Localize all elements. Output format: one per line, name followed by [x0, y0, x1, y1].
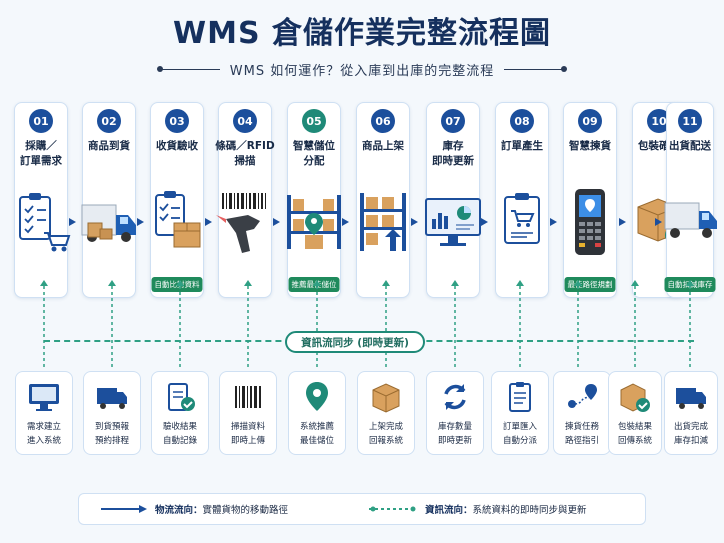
system-card: 到貨預報 預約排程: [83, 371, 141, 455]
step-label: 條碼／RFID 掃描: [215, 140, 275, 167]
step-09: 09 智慧揀貨 最佳路徑規劃: [563, 102, 617, 298]
solid-arrow-icon: [101, 505, 147, 513]
step-number: 06: [371, 109, 395, 133]
route-icon: [565, 380, 599, 414]
order-cart-icon: [491, 189, 553, 255]
step-07: 07 庫存 即時更新: [425, 102, 481, 298]
system-label: 驗收結果 自動記錄: [162, 422, 197, 446]
step-label: 出貨配送: [669, 140, 711, 152]
step-number: 08: [510, 109, 534, 133]
legend: 物流流向：實體貨物的移動路徑 資訊流向：系統資料的即時同步與更新: [78, 493, 646, 525]
step-01: 01 採購／ 訂單需求: [14, 102, 71, 298]
page-subtitle: WMS 如何運作？從入庫到出庫的完整流程: [229, 63, 495, 79]
step-number: 02: [97, 109, 121, 133]
step-number: 04: [233, 109, 257, 133]
shelf-putaway-icon: [352, 189, 414, 255]
step-number: 05: [302, 109, 326, 133]
step-11: 11 出貨配送 自動扣減庫存: [664, 102, 717, 298]
step-label: 訂單產生: [501, 140, 543, 152]
dashed-line-icon: [369, 506, 417, 512]
monitor-icon: [27, 380, 61, 414]
system-label: 掃描資料 即時上傳: [230, 422, 265, 446]
truck-icon: [674, 380, 708, 414]
shipping-truck-icon: [659, 189, 721, 255]
clipboard-list-icon: [503, 380, 537, 414]
truck-icon: [95, 380, 129, 414]
legend-physical-desc: 實體貨物的移動路徑: [202, 505, 289, 516]
subtitle-row: WMS 如何運作？從入庫到出庫的完整流程: [0, 60, 724, 79]
barcode-icon: [231, 380, 265, 414]
system-label: 需求建立 進入系統: [26, 422, 61, 446]
clipboard-check-icon: [163, 380, 197, 414]
system-card: 系統推薦 最佳儲位: [288, 371, 346, 455]
sync-icon: [438, 380, 472, 414]
system-card: 上架完成 回報系統: [357, 371, 415, 455]
system-label: 庫存數量 即時更新: [437, 422, 472, 446]
system-card: 驗收結果 自動記錄: [151, 371, 209, 455]
info-sync-label: 資訊流同步 (即時更新): [285, 331, 425, 353]
legend-physical: 物流流向：實體貨物的移動路徑: [101, 502, 288, 516]
step-label: 商品到貨: [88, 140, 130, 152]
process-steps: 01 採購／ 訂單需求 02 商品到貨 03 收貨驗收 自動比對資料 04 條碼…: [14, 102, 717, 298]
physical-flow-arrows: [69, 218, 662, 226]
delivery-truck-icon: [78, 189, 140, 255]
box-icon: [369, 380, 403, 414]
location-pin-icon: [300, 380, 334, 414]
step-number: 07: [441, 109, 465, 133]
dashboard-monitor-icon: [422, 189, 484, 255]
step-04: 04 條碼／RFID 掃描: [215, 102, 275, 298]
system-label: 上架完成 回報系統: [368, 422, 403, 446]
step-number: 01: [29, 109, 53, 133]
system-label: 系統推薦 最佳儲位: [299, 422, 334, 446]
step-number: 11: [678, 109, 702, 133]
barcode-scanner-icon: [214, 189, 276, 255]
system-card: 需求建立 進入系統: [15, 371, 73, 455]
system-label: 揀貨任務 路徑指引: [564, 422, 599, 446]
system-card: 出貨完成 庫存扣減: [664, 371, 718, 455]
step-label: 庫存 即時更新: [432, 140, 474, 167]
legend-info-title: 資訊流向：: [425, 505, 473, 516]
system-label: 包裝結果 回傳系統: [617, 422, 652, 446]
system-card: 庫存數量 即時更新: [426, 371, 484, 455]
step-label: 商品上架: [362, 140, 404, 152]
system-card: 包裝結果 回傳系統: [608, 371, 662, 455]
shelf-location-icon: [283, 189, 345, 255]
system-label: 到貨預報 預約排程: [94, 422, 129, 446]
system-card: 訂單匯入 自動分派: [491, 371, 549, 455]
step-label: 採購／ 訂單需求: [20, 140, 62, 167]
checklist-box-icon: [146, 189, 208, 255]
handheld-device-icon: [559, 189, 621, 255]
step-number: 09: [578, 109, 602, 133]
clipboard-cart-icon: [10, 189, 72, 255]
system-label: 訂單匯入 自動分派: [502, 422, 537, 446]
step-number: 03: [165, 109, 189, 133]
info-sync-connectors: [40, 280, 694, 370]
subtitle-divider-left: [156, 65, 220, 72]
step-03: 03 收貨驗收 自動比對資料: [150, 102, 204, 298]
page-title: WMS 倉儲作業完整流程圖: [173, 16, 551, 51]
legend-physical-title: 物流流向：: [155, 505, 203, 516]
step-label: 智慧儲位 分配: [293, 140, 335, 167]
step-label: 收貨驗收: [156, 140, 198, 152]
step-label: 智慧揀貨: [569, 140, 611, 152]
legend-info-desc: 系統資料的即時同步與更新: [472, 505, 587, 516]
step-02: 02 商品到貨: [81, 102, 136, 298]
system-card: 掃描資料 即時上傳: [219, 371, 277, 455]
subtitle-divider-right: [504, 65, 568, 72]
step-06: 06 商品上架: [356, 102, 410, 298]
step-08: 08 訂單產生: [495, 102, 549, 298]
box-check-icon: [618, 380, 652, 414]
system-card: 揀貨任務 路徑指引: [553, 371, 611, 455]
legend-info: 資訊流向：系統資料的即時同步與更新: [369, 502, 587, 516]
system-label: 出貨完成 庫存扣減: [673, 422, 708, 446]
